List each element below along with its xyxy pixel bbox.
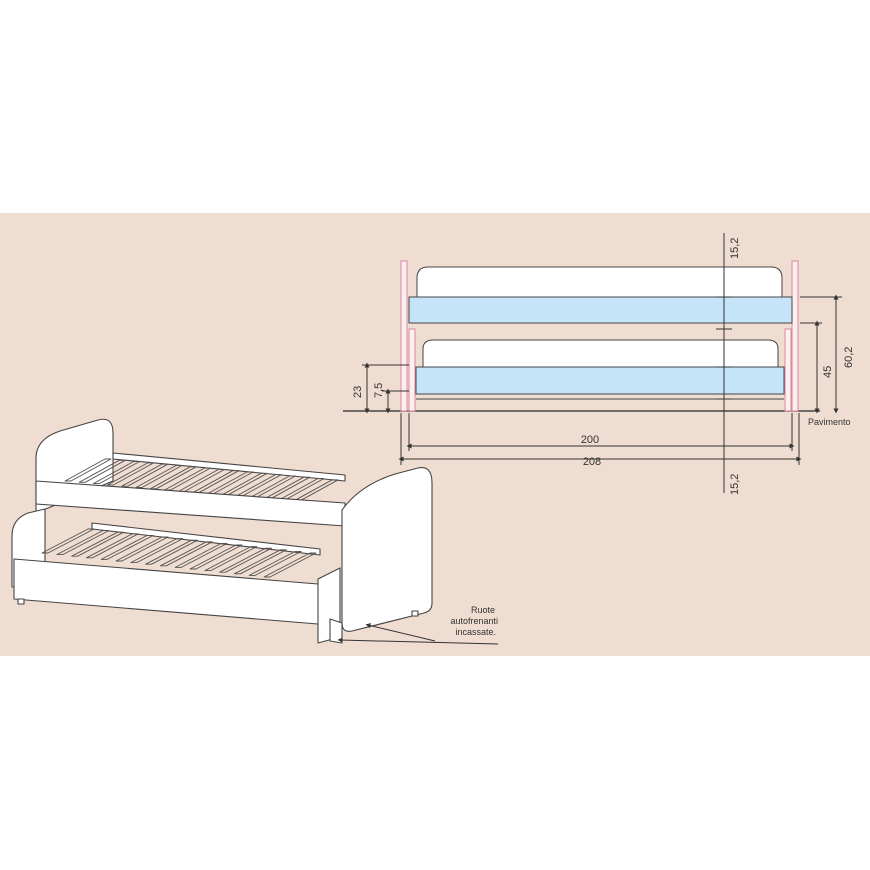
slat (159, 541, 213, 567)
slat (85, 533, 139, 559)
slat (115, 536, 169, 562)
slat (189, 544, 243, 570)
perspective-drawing (11, 418, 433, 644)
elevation-drawing (343, 260, 820, 412)
slat (78, 459, 126, 483)
lower-pillow-top (422, 339, 779, 369)
height-23-label: 23 (352, 386, 364, 398)
footboard-edge (329, 618, 343, 644)
slat (149, 466, 197, 490)
floor-label: Pavimento (808, 417, 851, 427)
slat (263, 552, 317, 578)
slat (174, 542, 228, 568)
callout-line-1: Ruote (471, 605, 495, 615)
upper-left-post (400, 260, 408, 412)
upper-back-rail (112, 452, 346, 482)
upper-right-post (791, 260, 799, 412)
slat (100, 534, 154, 560)
product-sheet-panel: 15,2 15,2 60,2 45 Pavimento 23 7,5 200 2… (0, 213, 870, 656)
slat (219, 547, 273, 573)
slat (71, 531, 125, 557)
bed-diagram: 15,2 15,2 60,2 45 Pavimento 23 7,5 200 2… (0, 213, 870, 656)
slat (121, 463, 169, 487)
height-45-label: 45 (822, 366, 834, 378)
lower-mattress (415, 366, 785, 395)
lower-slats (41, 528, 317, 578)
height-60-label: 60,2 (843, 347, 855, 368)
slat (204, 546, 258, 572)
slat (135, 465, 183, 488)
length-208-label: 208 (583, 456, 601, 468)
upper-pillow-top (416, 266, 783, 299)
length-200-label: 200 (581, 434, 599, 446)
slat (130, 538, 184, 564)
slat (41, 528, 95, 554)
callout-line-2: autofrenanti (450, 616, 498, 626)
foot-left (17, 598, 25, 605)
wheels-callout (337, 623, 499, 645)
callout-line-3: incassate. (455, 627, 496, 637)
left-height-dimensions (362, 362, 409, 414)
slat (56, 530, 110, 556)
lower-left-post (408, 328, 416, 412)
slat (145, 539, 199, 565)
slat (64, 458, 112, 482)
bottom-gap-label: 15,2 (729, 474, 741, 495)
top-gap-label: 15,2 (729, 238, 741, 259)
slat (107, 462, 155, 486)
front-footboard (341, 467, 433, 632)
trundle-back-rail (91, 522, 321, 556)
slat (233, 549, 287, 575)
slat (92, 461, 140, 485)
height-7-5-label: 7,5 (373, 383, 385, 398)
upper-mattress (408, 296, 793, 324)
gap-dimension (716, 233, 732, 493)
right-height-dimensions (800, 294, 842, 414)
length-dimensions (398, 413, 802, 465)
lower-right-post (784, 328, 792, 412)
foot-right (411, 610, 419, 617)
slat (248, 550, 302, 576)
